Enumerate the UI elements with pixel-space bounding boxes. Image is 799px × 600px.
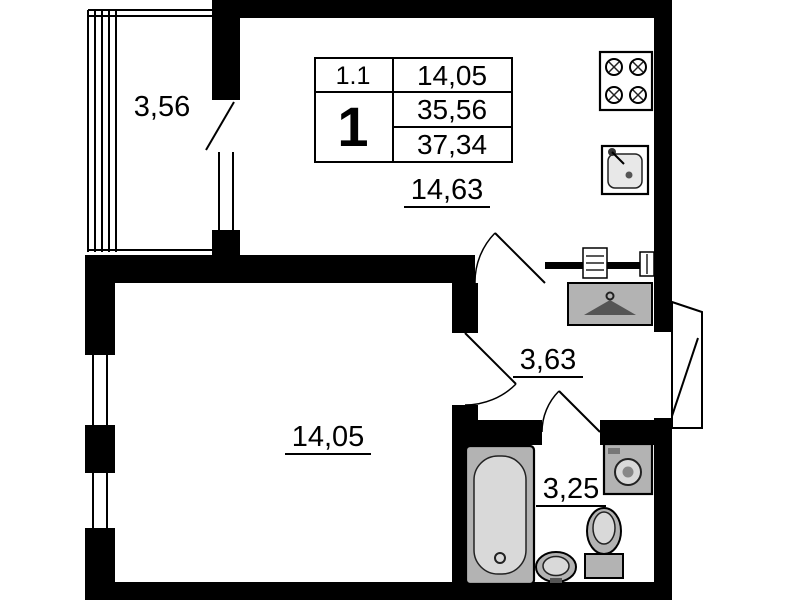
table-cell-room-count: 1	[337, 95, 368, 158]
info-table: 1.1 14,05 1 35,56 37,34	[314, 57, 513, 163]
table-cell-living-room-area: 14,05	[417, 60, 487, 91]
entry-landing	[671, 300, 703, 429]
doors	[205, 101, 703, 433]
hanger-hook	[605, 291, 615, 301]
wall-hall-bath-right	[600, 420, 672, 445]
living-door-leaf	[464, 332, 517, 385]
sink-spout	[611, 151, 625, 165]
toilet-tank	[584, 553, 624, 579]
wall-right-lower	[654, 418, 672, 600]
wall-left-c	[85, 528, 115, 582]
sink-drain	[625, 171, 633, 179]
wall-bottom	[85, 582, 672, 600]
washing-machine-icon	[602, 442, 654, 496]
bathroom-door-arc	[541, 390, 560, 433]
washbasin-tap	[550, 578, 562, 583]
bathroom-area-label: 3,25	[543, 473, 599, 505]
stove-icon	[598, 50, 654, 112]
kitchen-door-arc	[474, 232, 496, 284]
wall-kitchen-living	[85, 255, 475, 283]
room-labels: 3,56 14,63 3,63 14,05 3,25	[134, 91, 606, 507]
wall-right-upper	[654, 0, 672, 332]
toilet-icon	[584, 507, 624, 579]
table-cell-total-area: 37,34	[417, 129, 487, 160]
info-table-border	[314, 57, 513, 163]
bathtub-basin	[473, 455, 527, 575]
balcony-glazing	[87, 9, 212, 257]
kitchen-area-label: 14,63	[411, 174, 484, 206]
wardrobe-hanger-icon	[567, 282, 653, 326]
stove-burner	[629, 58, 647, 76]
wall-left-b	[85, 425, 115, 473]
washer-drum-center	[622, 466, 634, 478]
outer-walls	[85, 0, 672, 600]
table-cell-living-area: 35,56	[417, 94, 487, 125]
stove-burner	[605, 86, 623, 104]
hanger-body	[584, 300, 636, 315]
living-door-arc	[464, 383, 517, 406]
hallway-area-label: 3,63	[520, 344, 576, 376]
electrical-panel-icon	[582, 247, 655, 279]
washer-panel	[608, 448, 620, 454]
toilet-seat	[592, 511, 616, 545]
windows	[92, 152, 234, 528]
balcony-area-label: 3,56	[134, 91, 190, 123]
kitchen-sink-icon	[600, 144, 650, 196]
entry-door-leaf	[671, 337, 699, 417]
kitchen-door-leaf	[494, 232, 546, 284]
wall-balcony-divider-upper	[212, 18, 240, 100]
table-cell-type: 1.1	[336, 62, 371, 90]
balcony-door-leaf	[205, 101, 235, 151]
wall-living-hall-upper	[452, 283, 478, 333]
wall-hall-bath-left	[478, 420, 542, 445]
wall-top	[212, 0, 672, 18]
living-room-area-label: 14,05	[292, 421, 365, 453]
bathroom-door-leaf	[558, 390, 601, 433]
bathtub-drain	[494, 552, 506, 564]
stove-burner	[605, 58, 623, 76]
bathtub-icon	[464, 444, 536, 586]
wall-balcony-divider-lower	[212, 230, 240, 258]
stove-burner-crosses	[608, 61, 644, 101]
stove-burner	[629, 86, 647, 104]
washbasin-icon	[535, 551, 577, 583]
sink-basin	[607, 153, 643, 189]
washbasin-bowl	[542, 555, 570, 577]
